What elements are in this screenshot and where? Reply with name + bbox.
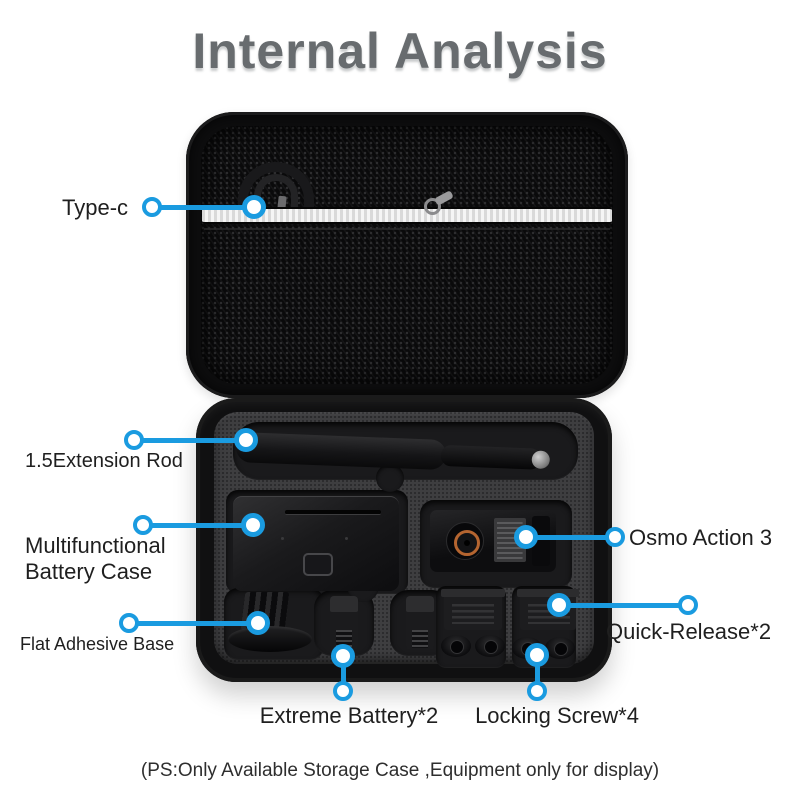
foam-insert xyxy=(214,412,594,668)
camera-side-block xyxy=(532,516,550,566)
quick-release-flange xyxy=(441,589,505,597)
battery-contacts xyxy=(336,630,352,648)
battery-contacts xyxy=(412,630,428,648)
type-c-cable xyxy=(238,162,314,224)
zipper-pull-ring xyxy=(424,198,441,215)
multifunctional-battery-case xyxy=(233,496,399,591)
quick-release-vents xyxy=(452,604,494,624)
callout-label-quick-release: Quick-Release*2 xyxy=(606,619,772,644)
locking-screw-4 xyxy=(545,637,575,659)
camera-lens-ring xyxy=(454,530,480,556)
callout-label-extension-rod: 1.5Extension Rod xyxy=(25,450,183,472)
callout-label-type-c: Type-c xyxy=(62,195,129,220)
rod-end-cap xyxy=(531,450,551,470)
battery-case-latch xyxy=(303,553,333,576)
battery-case-dot xyxy=(345,537,348,540)
camera-lens xyxy=(446,522,484,560)
quick-release-1 xyxy=(441,589,505,630)
flat-adhesive-base-disc xyxy=(228,626,312,652)
extreme-battery-1 xyxy=(330,596,358,650)
battery-head xyxy=(406,596,434,612)
callout-dot xyxy=(525,643,549,667)
battery-case-slot xyxy=(285,510,381,515)
quick-release-flange xyxy=(517,589,579,597)
battery-head xyxy=(330,596,358,612)
callout-dot xyxy=(605,527,625,547)
lid-pocket-zipper xyxy=(202,207,612,224)
callout-dot xyxy=(133,515,153,535)
camera-lens-glass xyxy=(464,540,470,546)
footnote: (PS:Only Available Storage Case ,Equipme… xyxy=(140,760,660,781)
callout-dot xyxy=(333,681,353,701)
screw-core xyxy=(554,642,568,656)
callout-line-battery-case xyxy=(142,523,253,528)
rod-foam-grip xyxy=(235,432,447,471)
callout-dot xyxy=(331,644,355,668)
callout-line-locking-screw xyxy=(535,653,540,691)
callout-dot xyxy=(124,430,144,450)
callout-label-osmo-action-3: Osmo Action 3 xyxy=(629,525,773,550)
callout-dot xyxy=(527,681,547,701)
callout-dot xyxy=(678,595,698,615)
callout-label-extreme-battery: Extreme Battery*2 xyxy=(259,703,439,728)
callout-label-locking-screw: Locking Screw*4 xyxy=(475,703,639,728)
pocket-seam xyxy=(204,228,610,230)
rod-shaft xyxy=(440,444,542,470)
screw-core xyxy=(450,640,464,654)
page-title: Internal Analysis xyxy=(192,23,608,79)
callout-dot xyxy=(514,525,538,549)
callout-line-osmo-action-3 xyxy=(525,535,616,540)
callout-dot xyxy=(547,593,571,617)
case-lid xyxy=(186,112,628,398)
callout-dot xyxy=(241,513,265,537)
case-base xyxy=(196,398,612,682)
callout-line-extension-rod xyxy=(133,438,246,443)
callout-dot xyxy=(142,197,162,217)
locking-screw-2 xyxy=(475,635,505,657)
callout-line-type-c xyxy=(150,205,254,210)
screw-core xyxy=(484,640,498,654)
callout-label-flat-adhesive-base: Flat Adhesive Base xyxy=(20,634,175,654)
locking-screw-1 xyxy=(441,635,471,657)
callout-line-flat-adhesive-base xyxy=(128,621,258,626)
callout-dot xyxy=(242,195,266,219)
battery-case-dot xyxy=(281,537,284,540)
callout-line-extreme-battery xyxy=(341,654,346,692)
callout-line-quick-release xyxy=(558,603,689,608)
extreme-battery-2 xyxy=(406,596,434,650)
callout-dot xyxy=(234,428,258,452)
callout-label-battery-case-line1: Multifunctional xyxy=(25,533,166,558)
callout-label-battery-case-line2: Battery Case xyxy=(25,559,153,584)
finger-notch xyxy=(376,464,404,492)
callout-dot xyxy=(246,611,270,635)
callout-dot xyxy=(119,613,139,633)
